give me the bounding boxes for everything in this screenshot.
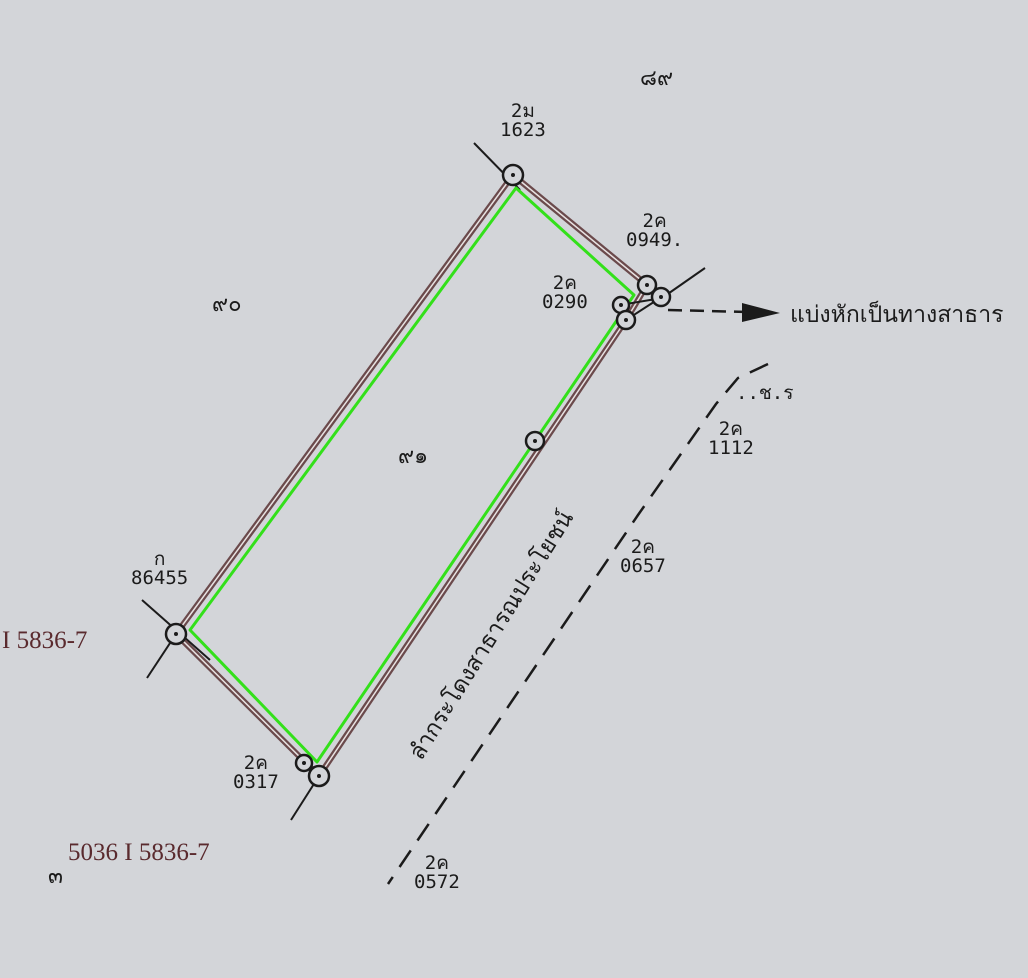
boundary-marker-west bbox=[164, 622, 188, 646]
parcel-number-west: ๙๐ bbox=[212, 292, 242, 317]
public-way-arrow-head bbox=[742, 303, 780, 322]
marker-label-west: ก 86455 bbox=[131, 550, 188, 588]
boundary-marker-top bbox=[501, 163, 525, 187]
parcel-number-south: ๓ bbox=[48, 864, 64, 889]
marker-number: 0572 bbox=[414, 871, 460, 893]
marker-code: 2ค bbox=[424, 852, 449, 874]
marker-label-canal-3: 2ค 0572 bbox=[414, 854, 460, 892]
boundary-marker-south-a bbox=[294, 753, 314, 773]
marker-label-top: 2ม 1623 bbox=[500, 102, 546, 140]
parcel-number-north: ๘๙ bbox=[640, 66, 674, 91]
marker-label-northeast: 2ค 0949. bbox=[626, 212, 683, 250]
marker-number: 86455 bbox=[131, 567, 189, 589]
marker-label-south: 2ค 0317 bbox=[233, 754, 279, 792]
canal-dashed-line bbox=[386, 362, 769, 885]
marker-number: 1112 bbox=[708, 437, 754, 459]
canal-abbreviation: ..ช.ร bbox=[736, 382, 794, 404]
parcel-number-main: ๙๑ bbox=[398, 444, 429, 469]
marker-number: 0949. bbox=[626, 229, 684, 251]
parcel-boundary-inner bbox=[175, 174, 648, 777]
marker-label-canal-1: 2ค 1112 bbox=[708, 420, 754, 458]
marker-label-east-inner: 2ค 0290 bbox=[542, 274, 588, 312]
marker-code: 2ม bbox=[510, 100, 535, 122]
public-way-arrow-line bbox=[667, 308, 749, 314]
marker-code: ก bbox=[153, 548, 166, 570]
boundary-marker-east-outer bbox=[650, 286, 672, 308]
sheet-reference-bottom: 5036 I 5836-7 bbox=[68, 839, 210, 866]
parcel-boundary-outline bbox=[173, 172, 650, 779]
boundary-marker-northeast bbox=[636, 274, 658, 296]
parcel-highlight-outline bbox=[188, 186, 636, 764]
boundary-marker-east-lower bbox=[615, 309, 637, 331]
marker-code: 2ค bbox=[642, 210, 667, 232]
marker-code: 2ค bbox=[552, 272, 577, 294]
marker-code: 2ค bbox=[630, 536, 655, 558]
sheet-reference-left: I 5836-7 bbox=[2, 627, 88, 654]
marker-number: 0317 bbox=[233, 771, 279, 793]
boundary-marker-mid-edge bbox=[524, 430, 546, 452]
boundary-marker-south-b bbox=[307, 764, 331, 788]
marker-number: 1623 bbox=[500, 119, 546, 141]
public-way-note: แบ่งหักเป็นทางสาธาร bbox=[790, 302, 1004, 328]
marker-code: 2ค bbox=[718, 418, 743, 440]
marker-code: 2ค bbox=[243, 752, 268, 774]
marker-number: 0290 bbox=[542, 291, 588, 313]
marker-number: 0657 bbox=[620, 555, 666, 577]
marker-label-canal-2: 2ค 0657 bbox=[620, 538, 666, 576]
